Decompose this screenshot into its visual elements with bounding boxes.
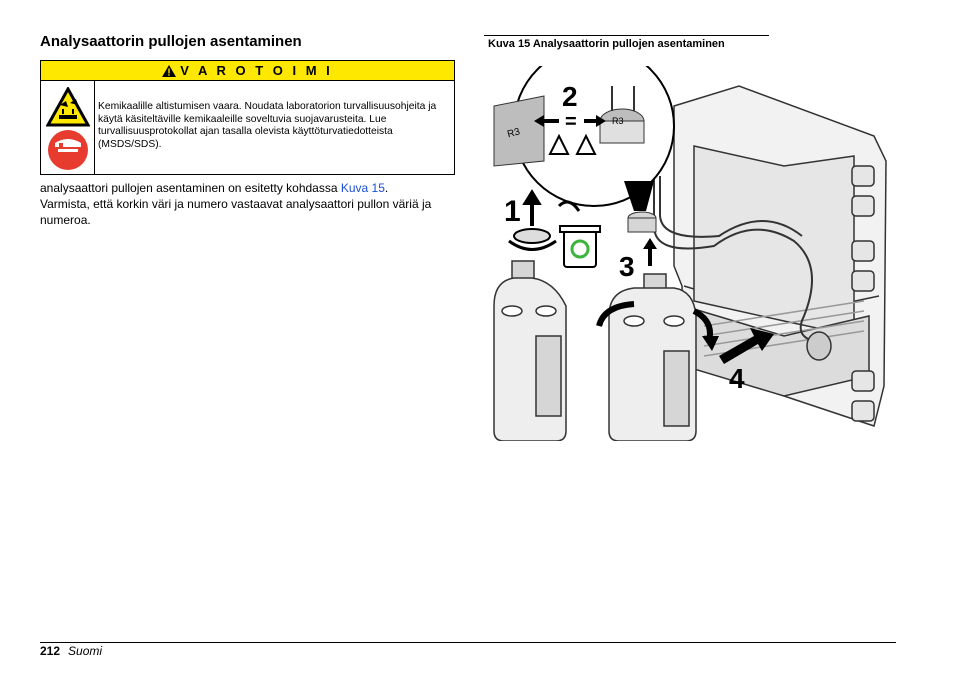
- face-shield-icon: [48, 130, 88, 170]
- step-2-label: 2: [562, 81, 578, 112]
- cabinet-connector: [806, 331, 832, 361]
- body-text-2: Varmista, että korkin väri ja numero vas…: [40, 197, 432, 227]
- warning-text: Kemikaalille altistumisen vaara. Noudata…: [98, 101, 437, 150]
- installation-figure: R3 R3 = 2 1 3: [493, 66, 887, 441]
- step-4-label: 4: [729, 363, 745, 394]
- section-title: Analysaattorin pullojen asentaminen: [40, 33, 302, 50]
- equals-sign: =: [565, 111, 577, 133]
- corrosive-hazard-icon: [46, 87, 90, 127]
- footer-language: Suomi: [68, 644, 103, 658]
- cap-label-left: R3: [506, 126, 522, 140]
- body-text-1-end: .: [384, 181, 389, 195]
- footer-rule: [40, 642, 896, 643]
- bottle-cap: [627, 211, 657, 233]
- zoom-circle: R3 R3 = 2: [493, 66, 675, 207]
- step-3-label: 3: [619, 251, 635, 282]
- step-1-label: 1: [504, 195, 521, 228]
- warning-icons: [41, 81, 95, 175]
- warning-box: V A R O T O I M I Kemikaalille altistumi…: [40, 60, 455, 175]
- cap-label-right: R3: [612, 116, 624, 126]
- figure-rule: [484, 35, 769, 36]
- figure-link[interactable]: Kuva 15: [340, 181, 385, 195]
- page-number: 212: [40, 644, 61, 658]
- body-paragraph: analysaattori pullojen asentaminen on es…: [40, 180, 455, 228]
- recycle-bin-icon: [559, 225, 601, 268]
- body-text-1: analysaattori pullojen asentaminen on es…: [40, 181, 341, 195]
- page-footer: 212 Suomi: [40, 644, 102, 658]
- warning-heading: V A R O T O I M I: [180, 63, 333, 78]
- figure-caption: Kuva 15 Analysaattorin pullojen asentami…: [488, 38, 725, 50]
- cap-removal: [508, 189, 581, 251]
- reagent-bottle-install: [608, 273, 697, 441]
- reagent-bottle-new: [493, 260, 567, 441]
- warning-triangle-icon: [162, 64, 177, 77]
- insert-arrow: [719, 328, 774, 364]
- warning-header: V A R O T O I M I: [41, 61, 454, 81]
